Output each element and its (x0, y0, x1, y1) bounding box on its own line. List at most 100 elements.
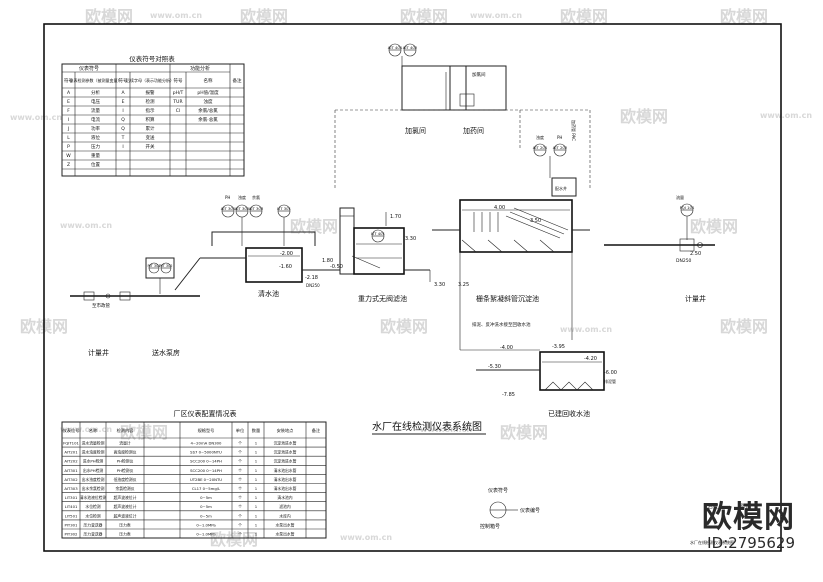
brand-badge: 欧模网 ID:2795629 (702, 492, 795, 552)
watermark-brand: 欧模网 (380, 317, 428, 336)
svg-text:排泥、反冲洗水接至回收水池: 排泥、反冲洗水接至回收水池 (472, 321, 531, 328)
flocculation-tank-label: 栅条絮凝斜管沉淀池 (476, 294, 539, 303)
legend-cell: 积算 (146, 116, 155, 123)
instrument-tag: FQI 101 (680, 205, 695, 210)
legend-table: 仪表符号对照表 仪表符号 功能分析 符号 仪表检测参数（被测量变量） 符号 后续… (61, 54, 245, 177)
svg-text:备注: 备注 (312, 427, 321, 434)
config-cell: FQIT101 (63, 441, 79, 446)
config-cell: 压力变送器 (84, 532, 103, 537)
config-cell: PH检测仪 (117, 468, 134, 473)
svg-text:-4.00: -4.00 (500, 345, 513, 351)
config-cell: 0~5m (200, 495, 212, 500)
svg-text:控制箱号: 控制箱号 (480, 523, 500, 530)
config-cell: 清水池出水管 (274, 468, 297, 473)
watermark-brand: 欧模网 (560, 7, 608, 26)
watermark-site: www.om.cn (60, 221, 112, 230)
config-cell: 沉淀池进水管 (274, 459, 297, 464)
legend-cell: TUR (172, 99, 182, 105)
watermark-brand: 欧模网 (720, 7, 768, 26)
config-cell: LIT301 (65, 495, 78, 500)
config-cell: PIT301 (65, 522, 79, 527)
svg-text:3.30: 3.30 (434, 282, 445, 288)
config-cell: 出水浊度检测 (82, 477, 105, 482)
config-cell: 1 (255, 486, 258, 491)
sheet-border (43, 23, 782, 552)
svg-text:-0.50: -0.50 (330, 264, 343, 270)
legend-cell: 流量 (91, 107, 100, 114)
legend-cell: 分析 (91, 89, 100, 96)
config-cell: 0~5m (200, 513, 212, 518)
config-cell: 沉淀池进水管 (274, 441, 297, 446)
watermark-brand: 欧模网 (400, 7, 448, 26)
svg-text:仪表编号: 仪表编号 (520, 507, 540, 514)
config-cell: 水泵出水管 (276, 522, 295, 527)
config-cell: 1 (255, 532, 258, 537)
config-cell: 1 (255, 459, 258, 464)
watermark-site: www.om.cn (470, 11, 522, 20)
config-cell: 0~1.0MPa (196, 532, 215, 537)
svg-text:3.30: 3.30 (405, 236, 416, 242)
legend-cell: 压力 (91, 143, 100, 150)
config-cell: 超声波液位计 (114, 495, 137, 500)
instrument-tag: AIT 402 (403, 45, 418, 50)
config-cell: 压力表 (119, 522, 131, 527)
svg-text:4.00: 4.00 (494, 205, 505, 211)
legend-cell: A (67, 90, 71, 96)
legend-cell: 电压 (91, 98, 100, 105)
svg-text:后续字母（表示功能分析）: 后续字母（表示功能分析） (126, 77, 174, 83)
legend-cell: E (122, 99, 125, 105)
config-cell: AIT202 (64, 459, 78, 464)
config-cell: 进水浊度检测 (82, 450, 105, 455)
svg-text:-2.00: -2.00 (280, 251, 293, 257)
legend-cell: Cl (176, 108, 180, 114)
svg-text:名称: 名称 (204, 77, 213, 84)
config-cell: 1 (255, 513, 258, 518)
svg-text:符号: 符号 (64, 77, 73, 84)
svg-text:-3.95: -3.95 (552, 344, 565, 350)
config-cell: 清水池液位检测 (80, 495, 107, 500)
config-cell: 出水PH检测 (83, 468, 104, 473)
legend-cell: I (68, 117, 69, 123)
config-cell: 1 (255, 504, 258, 509)
legend-cell: 指示 (146, 107, 155, 114)
config-cell: 水位检测 (85, 513, 100, 518)
instrument-tag: PIT 302 (159, 264, 172, 268)
config-cell: 个 (238, 532, 242, 537)
svg-text:DN250: DN250 (306, 283, 320, 288)
instrument-tag: AIT 202 (553, 145, 568, 150)
legend-cell: 累计 (146, 125, 155, 132)
svg-text:自控: 自控 (708, 503, 718, 510)
config-cell: 个 (238, 441, 242, 446)
instrument-caption: PH (225, 195, 230, 200)
svg-text:符号: 符号 (174, 77, 183, 84)
watermark-brand: 欧模网 (240, 7, 288, 26)
metering-well-right-label: 计量井 (685, 294, 706, 303)
legend-cell: 重量 (91, 152, 100, 159)
config-cell: SS7 0~5000NTU (190, 450, 222, 455)
svg-text:2.50: 2.50 (690, 251, 701, 257)
watermark-brand: 欧模网 (620, 107, 668, 126)
svg-text:检测内容: 检测内容 (117, 427, 134, 434)
config-cell: AIT201 (64, 450, 78, 455)
tube-settler-grid (461, 207, 569, 253)
legend-cell: A (121, 90, 125, 96)
legend-cell: T (121, 135, 125, 141)
svg-text:名称: 名称 (89, 427, 97, 434)
config-cell: 高浊度检测仪 (114, 450, 137, 455)
watermark-site: www.om.cn (60, 425, 112, 434)
svg-text:仪表位号: 仪表位号 (63, 427, 80, 434)
legend-cell: I (122, 144, 123, 150)
recovery-tank-label: 已建回收水池 (548, 409, 590, 418)
config-cell: 进水流量检测 (82, 441, 105, 446)
svg-text:仪表符号: 仪表符号 (79, 65, 99, 72)
metering-well-left-label: 计量井 (88, 348, 109, 357)
svg-text:仪表检测参数（被测量变量）: 仪表检测参数（被测量变量） (70, 77, 122, 83)
legend-cell: 位置 (91, 161, 100, 168)
legend-cell: J (67, 126, 69, 132)
watermark-site: www.om.cn (420, 425, 472, 434)
config-cell: 个 (238, 468, 242, 473)
config-cell: 1 (255, 441, 258, 446)
config-cell: 超声波液位计 (114, 513, 137, 518)
legend-cell: L (67, 135, 70, 141)
